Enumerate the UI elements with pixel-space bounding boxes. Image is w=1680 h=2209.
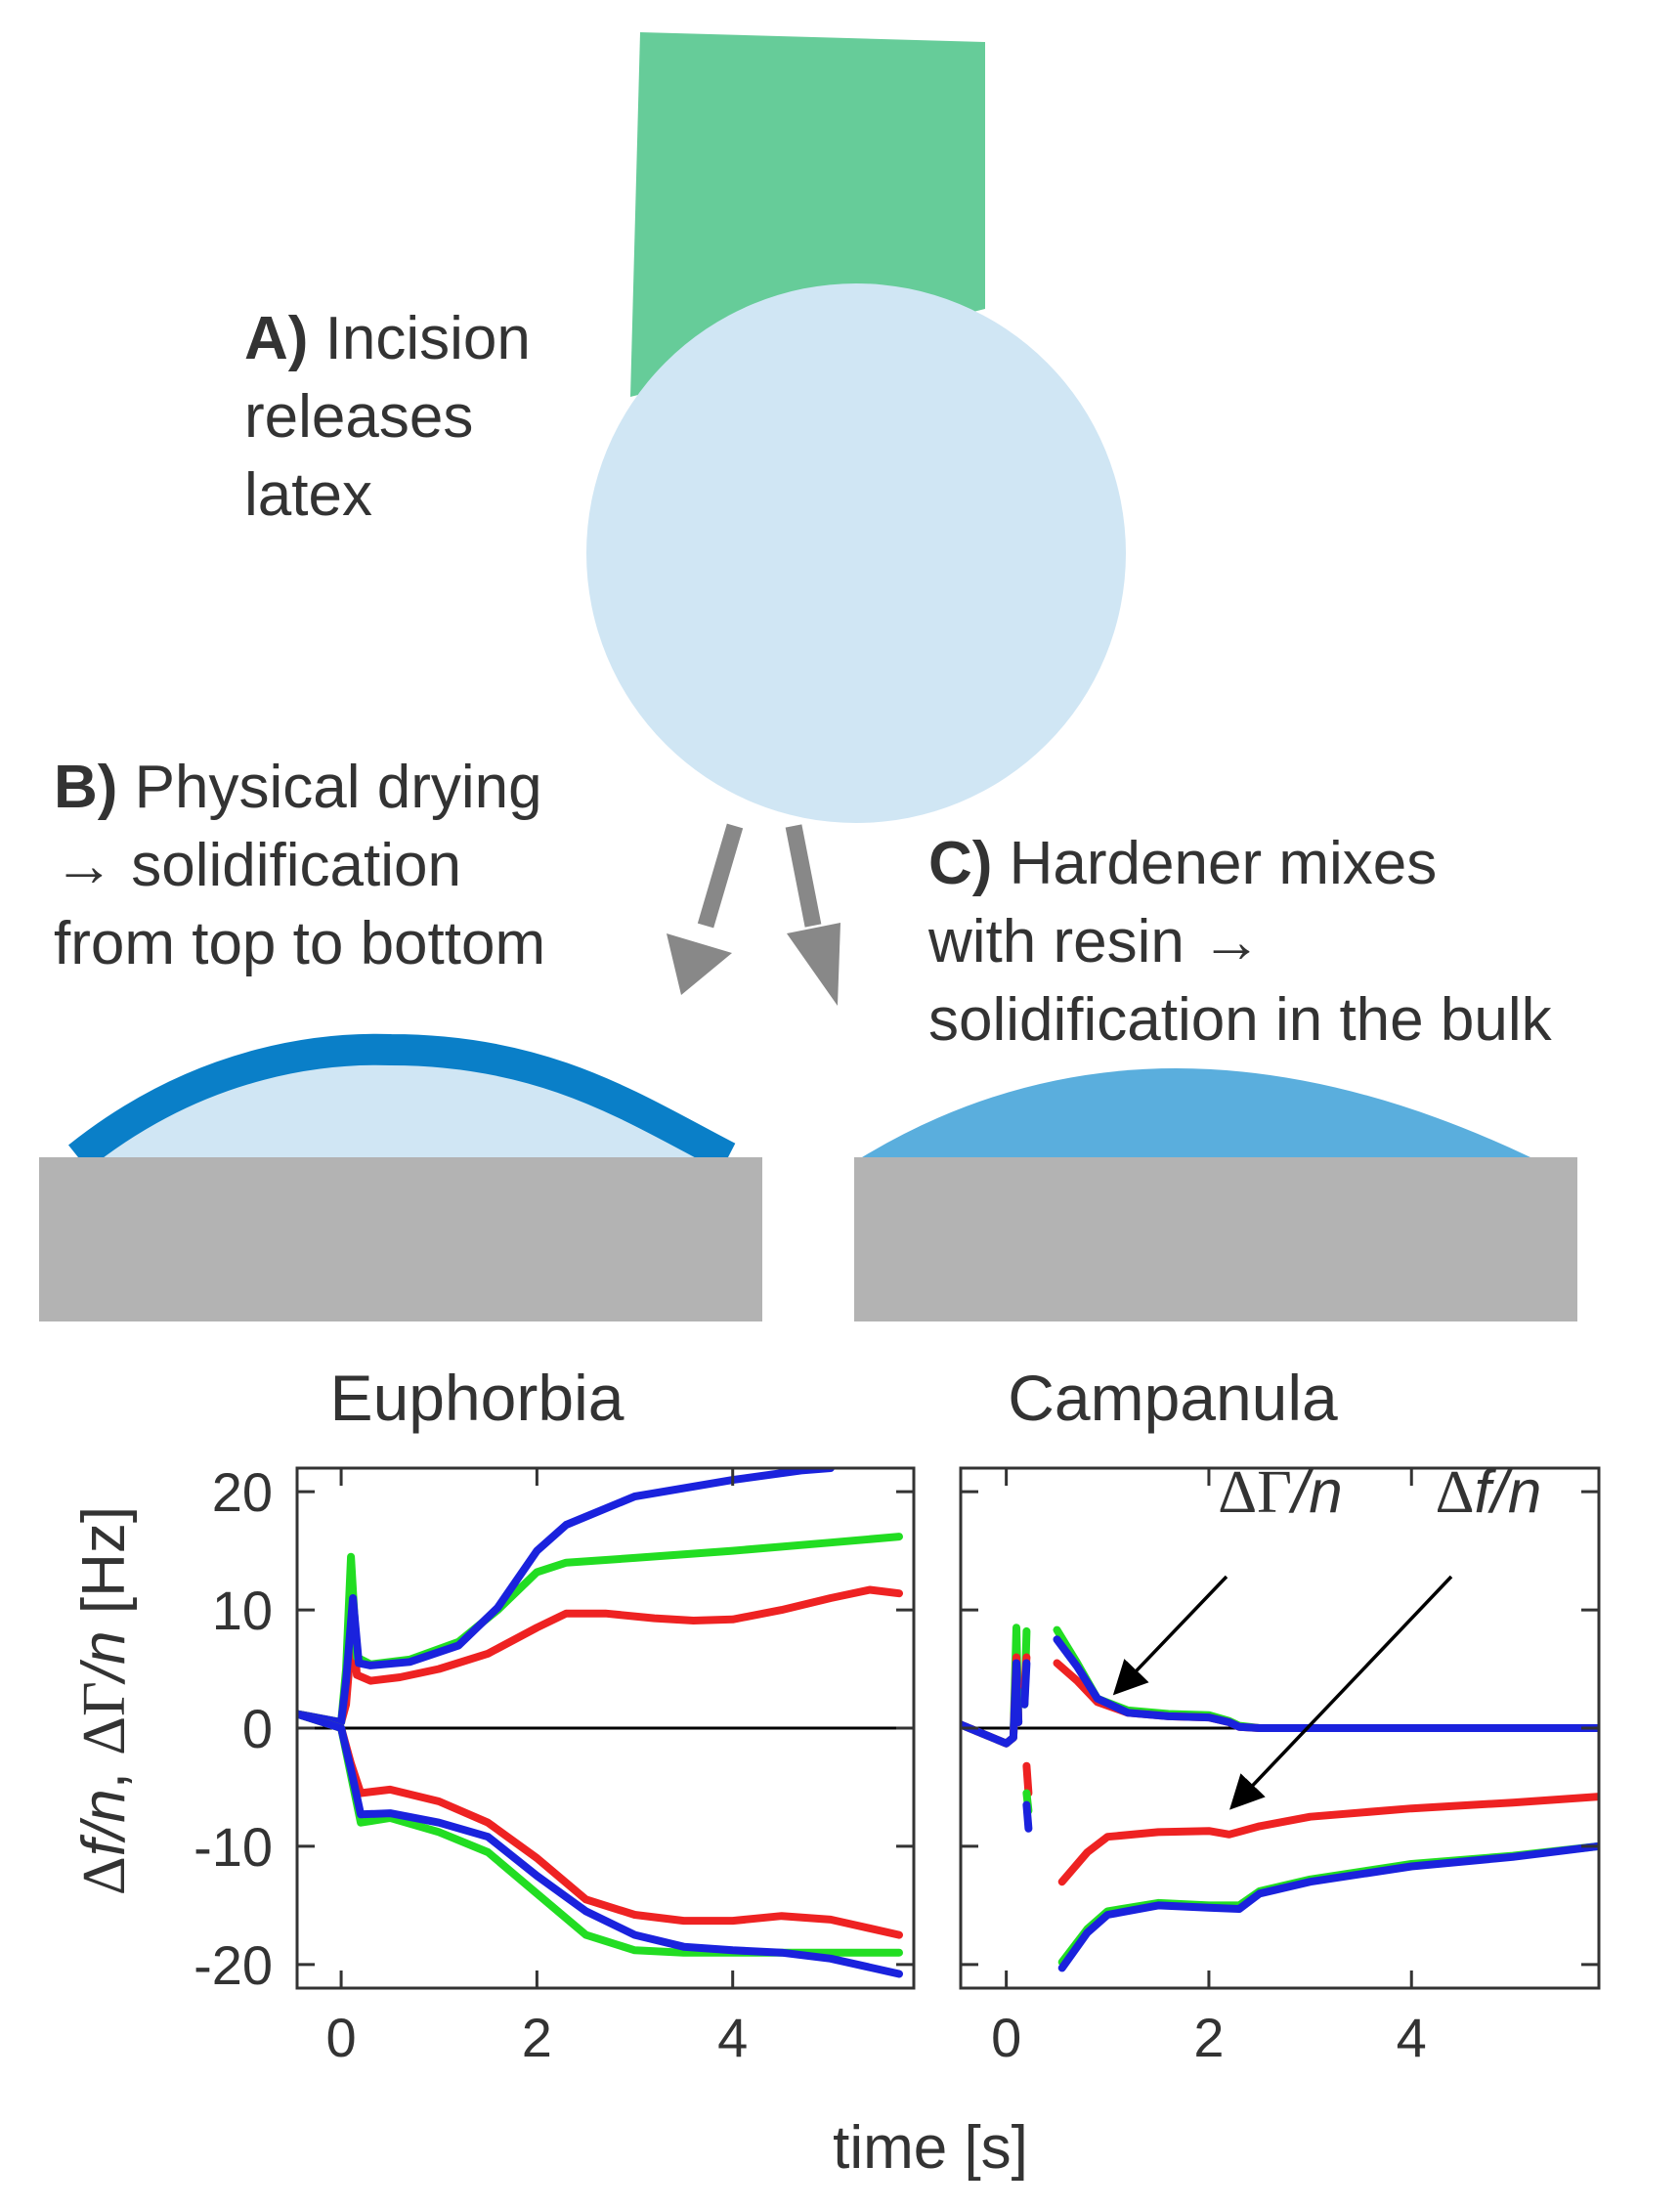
series-line-green — [297, 1533, 903, 1726]
chart-title-campanula: Campanula — [1008, 1362, 1338, 1434]
x-tick-label: 4 — [1397, 2007, 1427, 2068]
y-tick-label: -20 — [194, 1934, 273, 1996]
panel-b-label: B) Physical drying — [54, 754, 542, 821]
series-line-blue — [297, 1710, 903, 1978]
x-tick-label: 4 — [717, 2007, 748, 2068]
series-line-red — [1022, 1761, 1033, 1798]
annotation-arrow — [1112, 1575, 1228, 1696]
panel-c-line-3: solidification in the bulk — [928, 986, 1553, 1054]
series-line-blue — [1020, 1659, 1031, 1709]
series-line-red — [297, 1585, 903, 1726]
series-line-blue — [297, 1468, 835, 1726]
chart-title-euphorbia: Euphorbia — [330, 1362, 625, 1434]
panel-a-line-2: releases — [244, 383, 473, 451]
y-tick-label: 10 — [212, 1580, 273, 1641]
x-axis-label: time [s] — [833, 2114, 1028, 2182]
panel-a-label: A) Incision — [244, 305, 531, 372]
hardened-droplet — [862, 1068, 1530, 1157]
panel-b-line-3: from top to bottom — [54, 910, 545, 977]
panel-b-line-2: → solidification — [54, 832, 461, 899]
series-line-red — [1053, 1659, 1599, 1732]
substrate-c — [854, 1157, 1577, 1321]
latex-droplet — [586, 283, 1126, 823]
y-axis-label: Δf/n, ΔΓ/n [Hz] — [70, 1506, 138, 1895]
annotation-label: Δf/n — [1436, 1458, 1542, 1526]
series-line-blue — [1053, 1635, 1599, 1732]
x-tick-label: 0 — [325, 2007, 356, 2068]
series-line-blue — [1057, 1841, 1599, 1972]
x-tick-label: 2 — [522, 2007, 552, 2068]
y-tick-label: 0 — [242, 1698, 273, 1759]
series-line-blue — [961, 1659, 1023, 1748]
series-line-red — [297, 1710, 903, 1939]
arrow-to-c — [785, 824, 840, 1006]
panel-c-label: C) Hardener mixes — [928, 830, 1437, 897]
substrate-b — [39, 1157, 762, 1321]
annotation-arrow — [1229, 1575, 1453, 1810]
series-line-green — [1057, 1841, 1599, 1967]
panel-a-line-3: latex — [244, 461, 372, 529]
annotation-label: ΔΓ/n — [1218, 1458, 1342, 1526]
series-line-blue — [1022, 1800, 1033, 1833]
plot-euphorbia: 0 2 4 20 10 0 -10 -20 — [194, 1461, 916, 2068]
y-tick-label: 20 — [212, 1461, 273, 1523]
x-tick-label: 0 — [991, 2007, 1021, 2068]
arrow-to-b — [667, 823, 744, 995]
series-line-red — [1057, 1793, 1599, 1886]
x-tick-label: 2 — [1193, 2007, 1224, 2068]
plot-campanula: 0 2 4 ΔΓ/n Δf/n — [959, 1458, 1601, 2068]
panel-c-line-2: with resin → — [927, 908, 1262, 975]
dried-skin-layer — [68, 1033, 736, 1172]
y-tick-label: -10 — [194, 1816, 273, 1878]
